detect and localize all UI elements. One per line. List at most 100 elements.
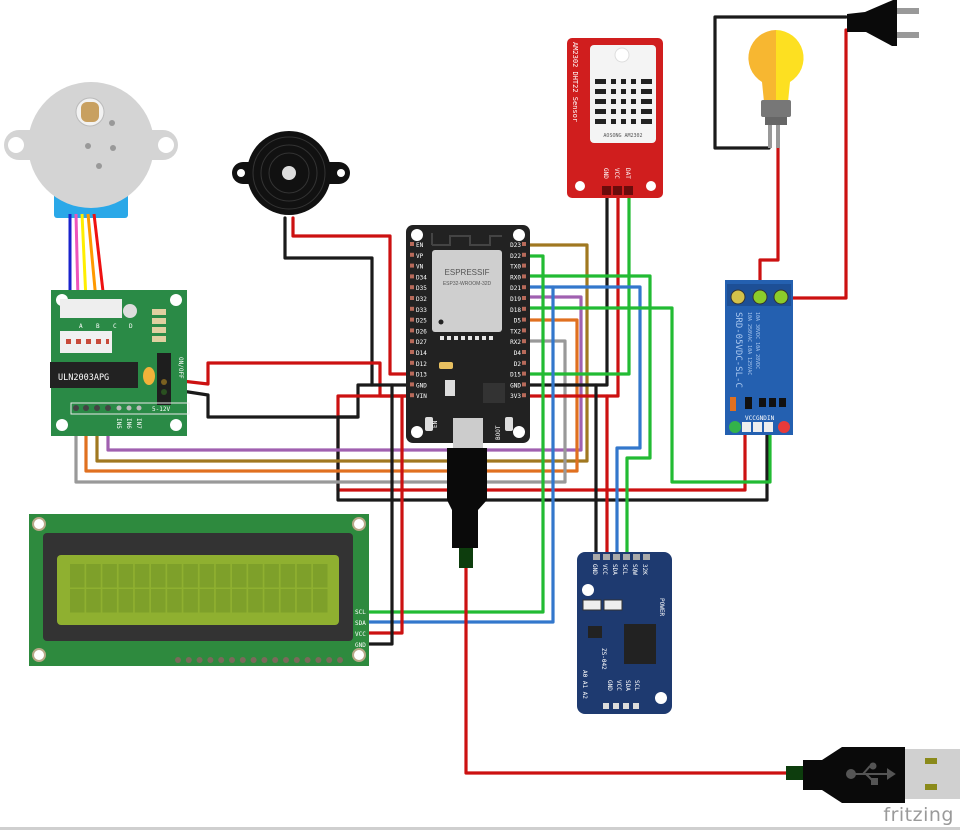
lcd-cell [264,589,279,613]
lcd-pad [175,657,181,663]
esp-pin-d25[interactable] [410,317,414,322]
chip-label: ULN2003APG [58,373,109,383]
input-label-in6: IN6 [125,418,132,429]
wire-lcd-scl[interactable] [356,254,545,614]
wire-rtc-sda[interactable] [526,285,642,557]
rtc-bottom-vcc: VCC [615,680,622,691]
wire-lcd-sda[interactable] [356,285,555,624]
lcd-cell [86,589,101,613]
header-label-d: D [129,323,133,330]
en-button[interactable] [425,417,433,431]
esp-pin-d2[interactable] [522,360,526,365]
header-label-c: C [113,323,117,330]
esp-pin-gnd[interactable] [522,382,526,387]
esp-pin-label: D15 [510,372,521,379]
lcd-cell [215,564,231,588]
wire-driver-gnd[interactable] [180,383,415,419]
rtc-bottom-sda: SDA [624,680,631,691]
esp-pin-d15[interactable] [522,371,526,376]
wire-esp-gnd-rail[interactable] [336,415,769,502]
lcd-cell [296,564,312,588]
wire-lcd-vcc[interactable] [356,394,404,635]
wire-driver-vcc[interactable] [180,361,415,398]
lcd-cell [280,589,296,613]
relay-terminal-com[interactable] [773,289,789,305]
esp-pin-d35[interactable] [410,285,414,290]
wire-buzzer-gnd[interactable] [283,216,374,387]
micro-usb-port[interactable] [453,418,483,448]
esp-pin-d33[interactable] [410,306,414,311]
esp-pin-gnd[interactable] [410,382,414,387]
esp-pin-en[interactable] [410,242,414,246]
wire-lcd-gnd[interactable] [356,383,394,646]
esp-pin-label: D26 [416,328,427,335]
esp-pin-d32[interactable] [410,296,414,300]
lcd-cell [313,589,328,613]
esp-pin-d19[interactable] [522,296,526,300]
rtc-model: ZS-042 [600,648,607,670]
lcd-pad [304,657,311,663]
wire-lamp-relay[interactable] [758,146,780,300]
esp-pin-tx2[interactable] [522,328,526,333]
esp-pin-d34[interactable] [410,274,414,279]
esp-pin-d22[interactable] [522,252,526,257]
esp-pin-vp[interactable] [410,252,414,257]
wire-in2-orange[interactable] [84,318,579,473]
lcd-pad [229,657,235,663]
usb-a-plug[interactable] [786,747,960,803]
wire-buzzer-signal[interactable] [291,216,415,376]
wire-dht-gnd[interactable] [526,191,609,387]
voltage-label: 5-12V [152,406,170,413]
esp-pin-d14[interactable] [410,350,414,354]
esp-pin-label: D34 [416,274,427,281]
fritzing-watermark: fritzing [883,804,954,826]
boot-button[interactable] [505,417,513,431]
relay-terminal-no[interactable] [752,289,768,305]
esp-pin-3v3[interactable] [522,393,526,398]
lcd-cell [102,589,117,613]
stepper-driver-board: A B C D ULN2003APG ON/OFF 5-12V IN5 IN6 … [50,290,190,436]
wire-dht-data[interactable] [526,191,631,376]
wire-mains-neutral[interactable] [713,15,848,150]
esp-pin-d5[interactable] [522,317,526,322]
relay-led-status [778,421,790,433]
esp-pin-d27[interactable] [410,339,414,344]
relay-rating-1: 10A 250VAC 10A 125VAC [746,312,752,375]
lcd-pad [185,657,192,663]
esp-pin-d12[interactable] [410,360,414,365]
esp-pin-label: RX2 [510,339,521,346]
esp-pin-d21[interactable] [522,285,526,290]
esp-pin-label: GND [510,382,521,389]
lcd-pad [250,657,257,663]
wire-mains-live[interactable] [779,28,848,300]
wire-relay-in[interactable] [526,306,772,484]
wire-dht-vcc[interactable] [526,191,620,398]
lcd-cell [296,589,312,613]
lcd-cell [70,564,85,588]
wire-in3-brown[interactable] [95,243,589,463]
canvas-bottom-border [0,827,960,830]
lcd-pin-gnd: GND [355,642,366,649]
esp-pin-vin[interactable] [410,393,414,398]
dht22-sensor: AOSONG AM2302 AM2302 DHT22 Sensor GND VC… [567,38,663,198]
esp-pin-d13[interactable] [410,371,414,376]
wire-rtc-scl[interactable] [526,274,652,557]
lcd-pad [283,657,289,663]
relay-rating-2: 10A 30VDC 10A 28VDC [754,312,760,369]
lcd-cell [199,564,215,588]
esp-pin-d4[interactable] [522,350,526,354]
esp-pin-d23[interactable] [522,242,526,246]
esp-pin-tx0[interactable] [522,263,526,268]
esp-pin-d18[interactable] [522,306,526,311]
esp-pin-rx2[interactable] [522,339,526,344]
esp-pin-label: D18 [510,307,521,314]
wire-usb-power[interactable] [464,566,790,775]
lcd-pad [326,657,333,663]
esp-pin-rx0[interactable] [522,274,526,279]
esp-pin-vn[interactable] [410,263,414,268]
rtc-addr-label: A0 A1 A2 [581,670,588,699]
wroom-module [432,250,502,332]
rtc-bottom-gnd: GND [606,680,613,691]
lcd-pad [272,657,279,663]
esp-pin-d26[interactable] [410,328,414,333]
